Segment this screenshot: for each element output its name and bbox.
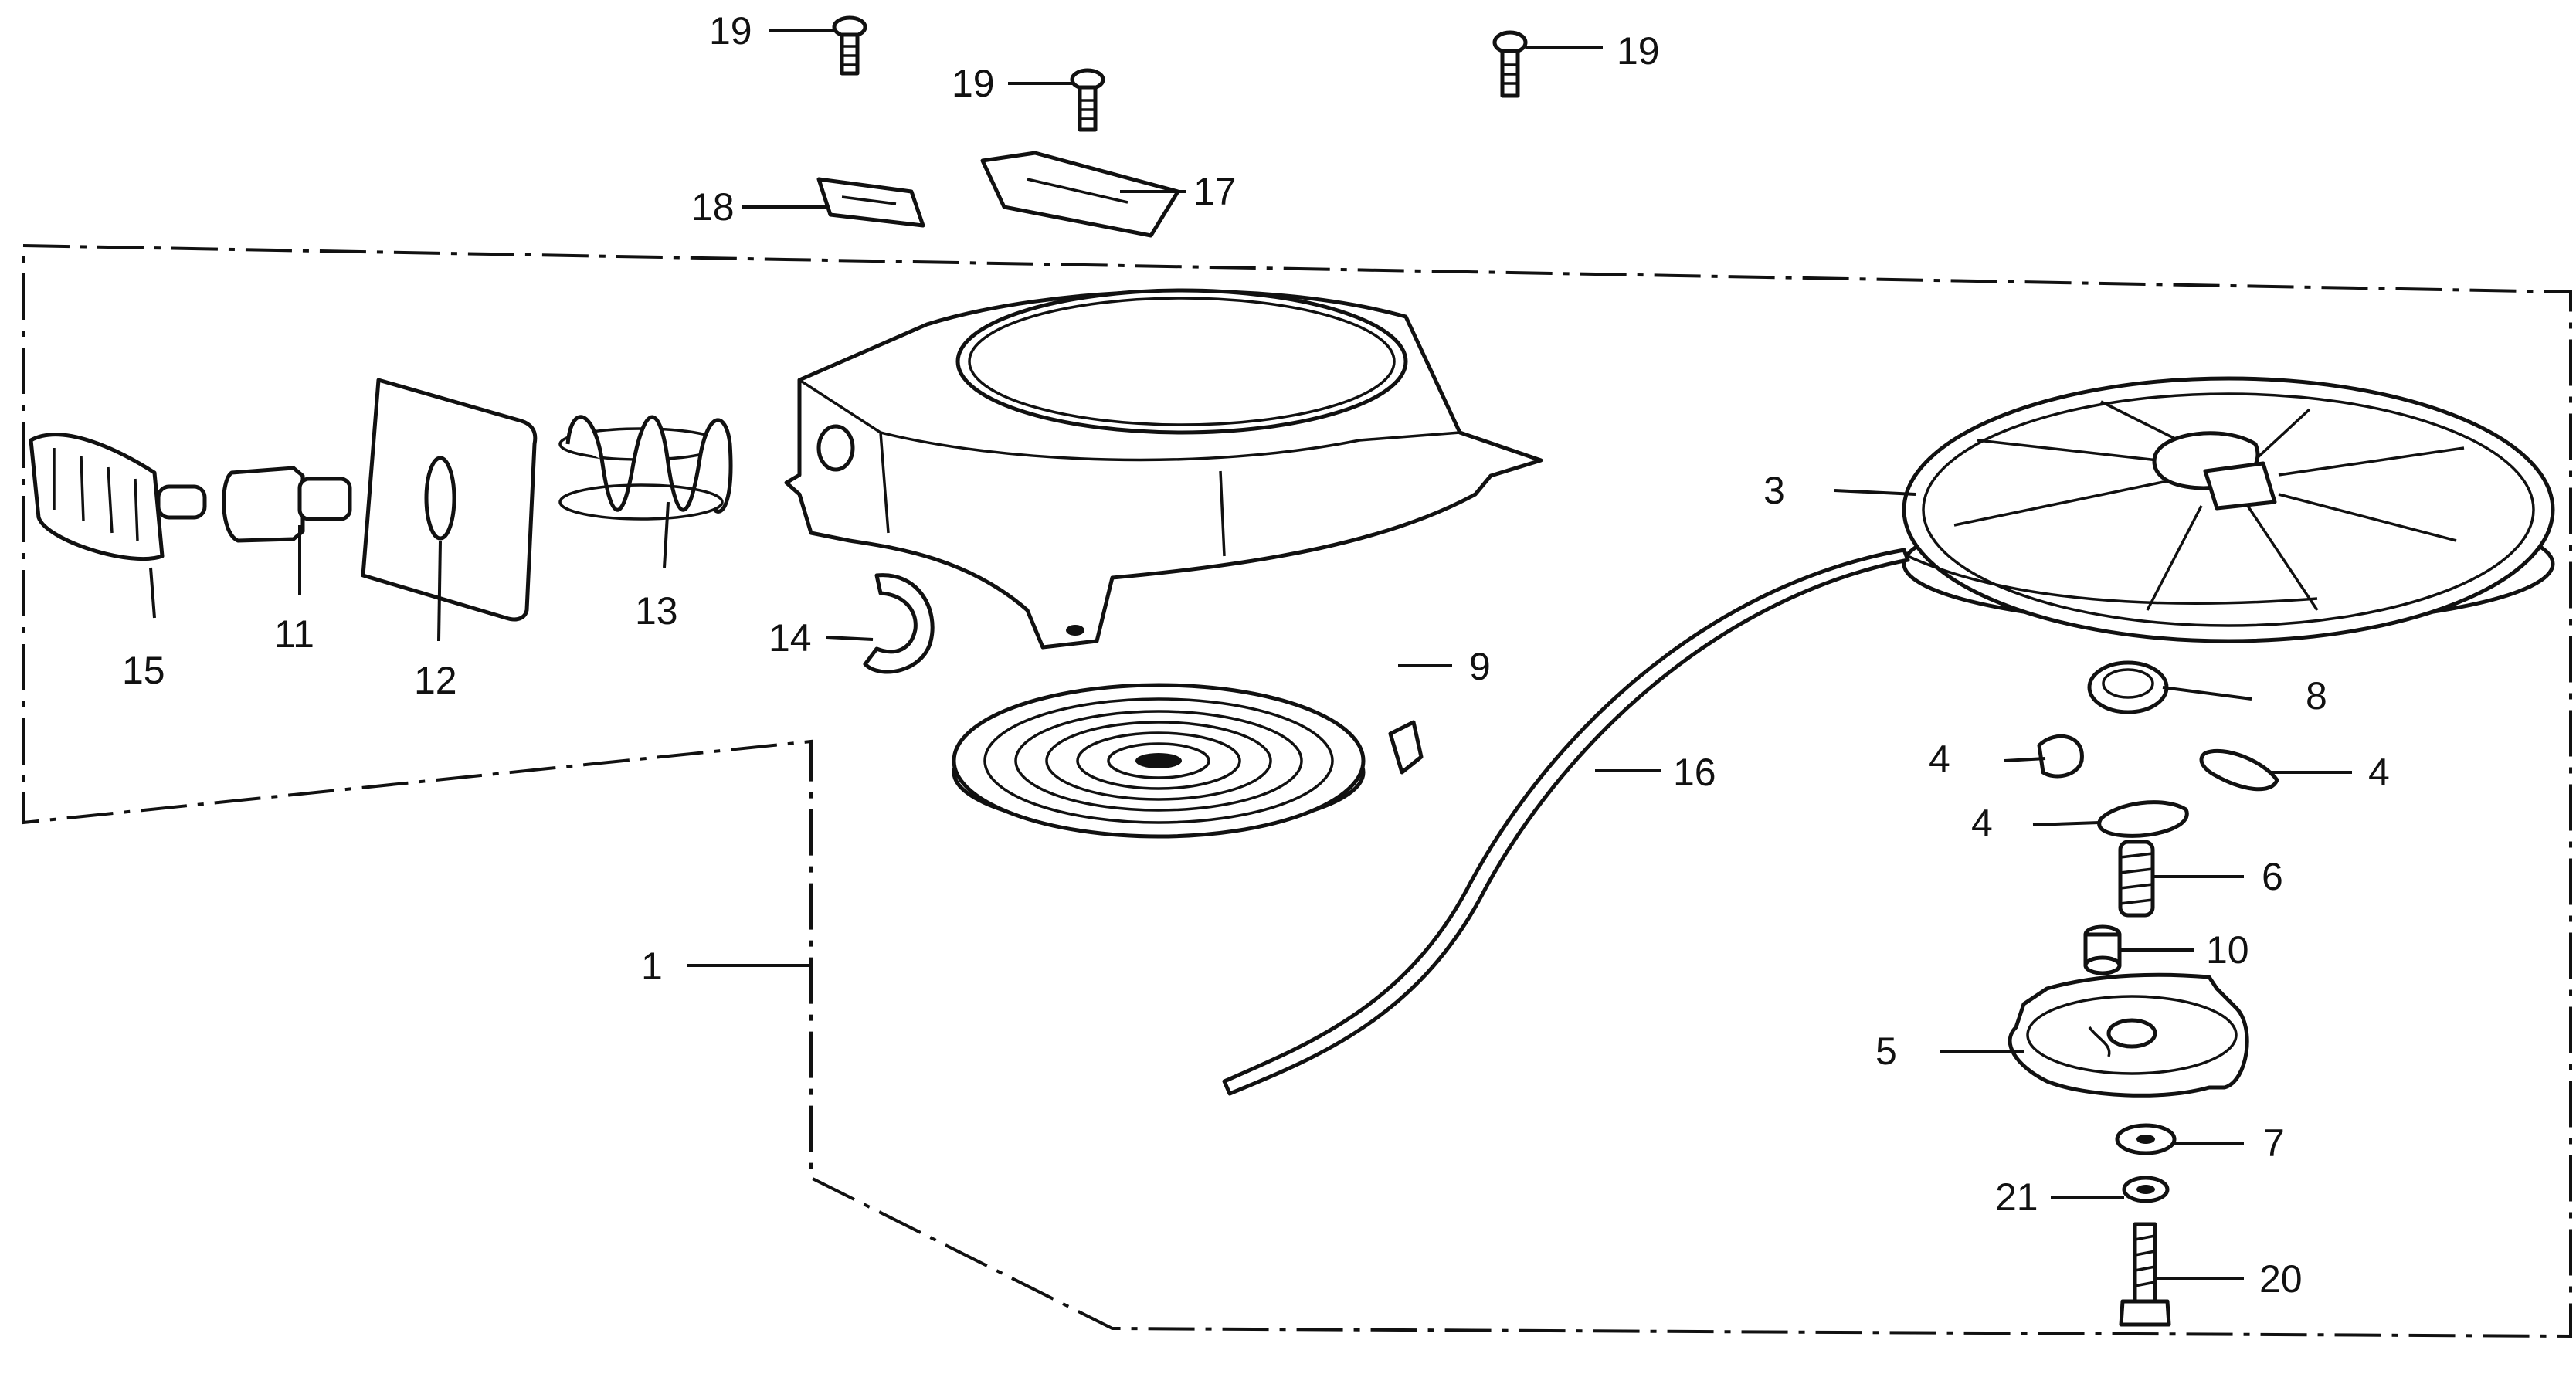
callout-4b: 4 bbox=[2368, 751, 2390, 794]
flange-bolt-19a bbox=[832, 15, 867, 76]
washer-7 bbox=[2115, 1123, 2177, 1155]
assembly-boundary bbox=[22, 243, 2572, 1338]
reel-pulley bbox=[1902, 376, 2555, 643]
plate-18 bbox=[816, 177, 925, 228]
coil-spring-13 bbox=[558, 415, 733, 521]
spiral-spring bbox=[952, 683, 1424, 839]
callout-17: 17 bbox=[1193, 170, 1237, 213]
leader-lines bbox=[149, 29, 2352, 1280]
e-clip-14 bbox=[863, 573, 935, 674]
ratchet-4b bbox=[2199, 748, 2279, 792]
collar-8 bbox=[2087, 660, 2169, 714]
callout-14: 14 bbox=[769, 616, 812, 660]
callout-6: 6 bbox=[2262, 855, 2283, 898]
plate-17 bbox=[980, 151, 1180, 238]
callout-1: 1 bbox=[641, 945, 663, 988]
spacer-10 bbox=[2083, 924, 2122, 975]
starter-grip bbox=[29, 433, 207, 561]
grip-joint bbox=[222, 466, 352, 543]
callout-3: 3 bbox=[1763, 469, 1785, 512]
callout-7: 7 bbox=[2263, 1121, 2285, 1165]
starter-rope bbox=[1222, 548, 1910, 1096]
starter-case bbox=[784, 288, 1543, 650]
callout-18: 18 bbox=[691, 185, 735, 229]
callout-11: 11 bbox=[274, 612, 314, 656]
callout-8: 8 bbox=[2306, 674, 2327, 718]
bolt-20 bbox=[2119, 1222, 2171, 1327]
guide-plate bbox=[361, 378, 538, 622]
callout-20: 20 bbox=[2259, 1257, 2303, 1301]
friction-spring-6 bbox=[2118, 840, 2155, 918]
callout-16: 16 bbox=[1673, 751, 1716, 794]
callout-4a: 4 bbox=[1929, 738, 1950, 781]
callout-12: 12 bbox=[414, 659, 457, 702]
callout-15: 15 bbox=[122, 649, 165, 692]
flange-bolt-19b bbox=[1070, 68, 1105, 132]
callout-9: 9 bbox=[1469, 645, 1491, 688]
ratchet-4a bbox=[2037, 734, 2084, 779]
callout-13: 13 bbox=[635, 589, 678, 633]
friction-plate-5 bbox=[2008, 972, 2249, 1098]
flange-bolt-19c bbox=[1492, 30, 1528, 98]
callout-5: 5 bbox=[1875, 1030, 1897, 1073]
callout-10: 10 bbox=[2206, 928, 2249, 972]
ratchet-4c bbox=[2097, 800, 2189, 838]
callout-19b: 19 bbox=[952, 62, 995, 105]
callout-19c: 19 bbox=[1617, 29, 1660, 73]
callout-21: 21 bbox=[1995, 1176, 2038, 1219]
nut-21 bbox=[2122, 1176, 2170, 1203]
callout-19a: 19 bbox=[709, 9, 752, 53]
callout-4c: 4 bbox=[1971, 802, 1993, 845]
